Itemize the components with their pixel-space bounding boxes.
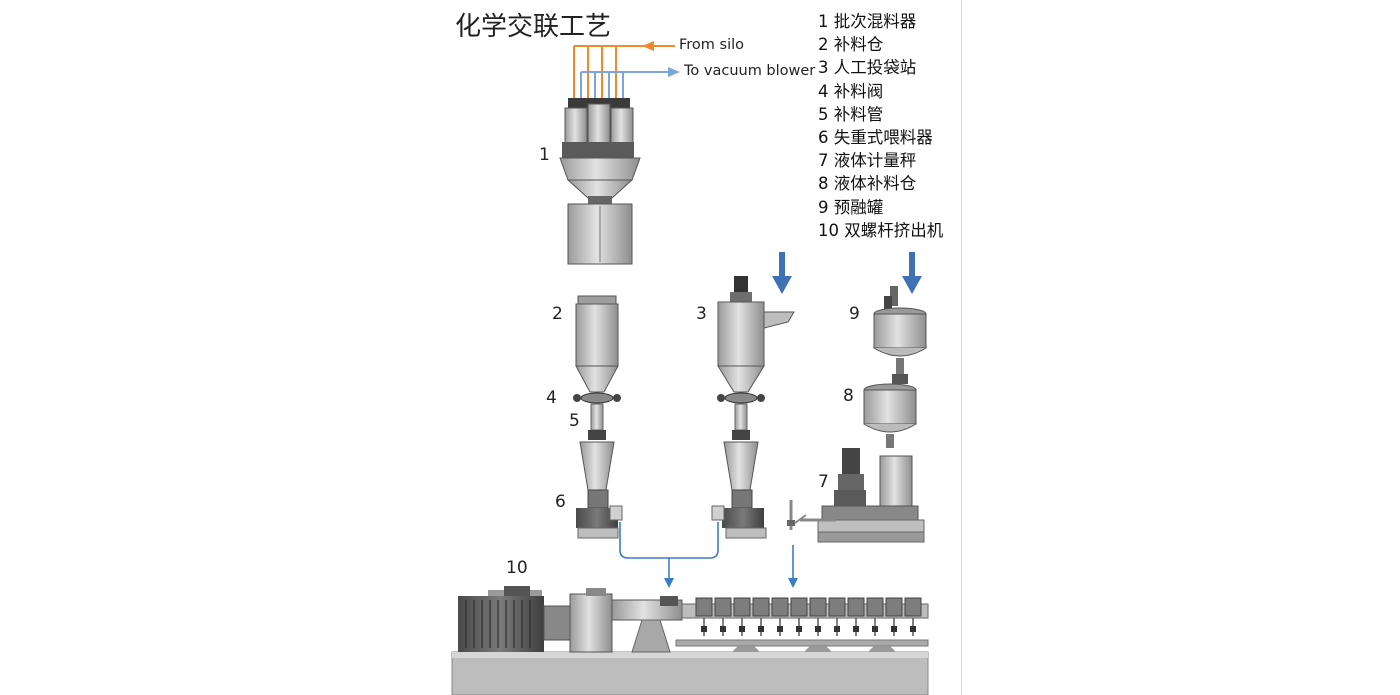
label-5: 5 — [569, 411, 580, 431]
vacuum-lines — [580, 67, 680, 100]
barrel-zone — [771, 597, 789, 617]
legend-item: 10 双螺杆挤出机 — [818, 220, 944, 240]
label-4: 4 — [546, 388, 557, 408]
label-3: 3 — [696, 304, 707, 324]
zone-valve — [777, 626, 783, 632]
batch-mixer — [559, 98, 641, 265]
barrel-zone — [847, 597, 865, 617]
barrel-zone — [885, 597, 903, 617]
silo-lines — [573, 41, 675, 100]
legend-item: 5 补料管 — [818, 104, 884, 124]
legend-item: 6 失重式喂料器 — [818, 128, 933, 148]
legend-item: 7 液体计量秤 — [818, 151, 917, 171]
zone-valve — [872, 626, 878, 632]
zone-valve — [739, 626, 745, 632]
zone-valve — [720, 626, 726, 632]
refill-hopper — [575, 295, 619, 393]
label-8: 8 — [843, 386, 854, 406]
liquid-scale — [800, 448, 925, 543]
zone-valve — [834, 626, 840, 632]
barrel-zone — [714, 597, 732, 617]
legend-item: 9 预融罐 — [818, 197, 884, 217]
zone-valve — [815, 626, 821, 632]
barrel-zone — [790, 597, 808, 617]
label-9: 9 — [849, 304, 860, 324]
legend-item: 3 人工投袋站 — [818, 58, 917, 78]
zone-valve — [910, 626, 916, 632]
refill-valve — [573, 392, 621, 404]
barrel-zone — [695, 597, 713, 617]
barrel-zone — [904, 597, 922, 617]
to-vacuum-label: To vacuum blower — [684, 63, 816, 79]
barrel-zone — [866, 597, 884, 617]
input-arrows — [772, 252, 922, 294]
extruder-barrel-zones — [695, 597, 922, 636]
label-10: 10 — [506, 558, 528, 578]
zone-valve — [891, 626, 897, 632]
legend: 1 批次混料器 2 补料仓 3 人工投袋站 4 补料阀 5 补料管 6 失重式喂… — [818, 10, 943, 242]
barrel-zone — [828, 597, 846, 617]
barrel-zone — [809, 597, 827, 617]
liquid-refill-tank — [863, 374, 917, 448]
label-2: 2 — [552, 304, 563, 324]
bag-dump-station — [717, 276, 795, 440]
from-silo-label: From silo — [679, 37, 745, 53]
pre-melt-tank — [873, 286, 927, 374]
barrel-zone — [733, 597, 751, 617]
zone-valve — [701, 626, 707, 632]
feed-line — [619, 500, 807, 588]
zone-valve — [796, 626, 802, 632]
zone-valve — [853, 626, 859, 632]
liw-feeder-right — [711, 441, 767, 539]
label-7: 7 — [818, 472, 829, 492]
diagram-title: 化学交联工艺 — [455, 12, 612, 42]
refill-tube — [588, 403, 606, 440]
legend-item: 2 补料仓 — [818, 35, 884, 55]
zone-valve — [758, 626, 764, 632]
label-6: 6 — [555, 492, 566, 512]
barrel-zone — [752, 597, 770, 617]
legend-item: 1 批次混料器 — [818, 12, 917, 31]
legend-item: 4 补料阀 — [818, 81, 884, 101]
right-border — [961, 0, 962, 695]
label-1: 1 — [539, 145, 550, 165]
extruder-legs — [732, 646, 896, 652]
legend-item: 8 液体补料仓 — [818, 174, 917, 194]
liw-feeder-left — [576, 441, 623, 539]
